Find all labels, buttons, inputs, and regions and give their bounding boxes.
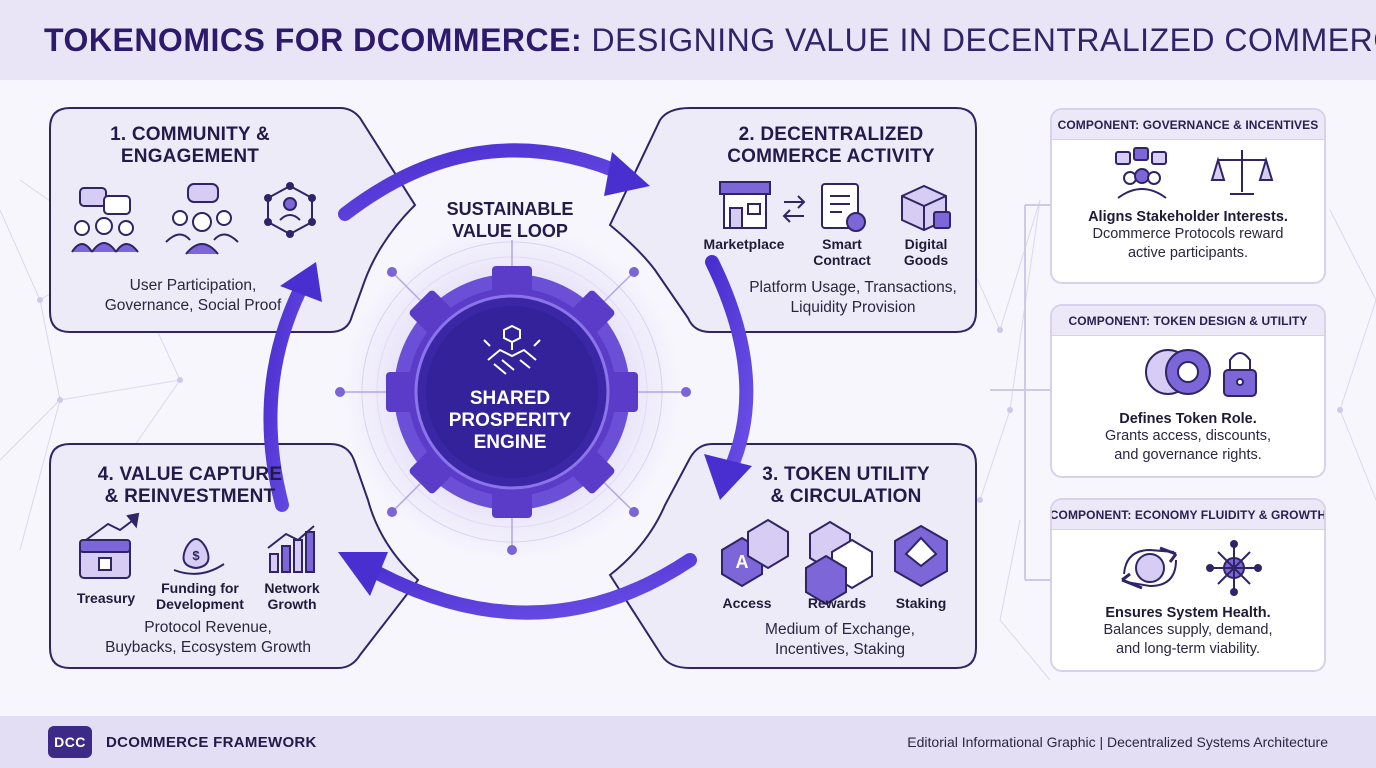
commerce-title: 2. DECENTRALIZED COMMERCE ACTIVITY	[696, 124, 966, 168]
handshake-icon	[483, 324, 541, 375]
commerce-title-line2: COMMERCE ACTIVITY	[727, 146, 935, 167]
community-desc: User Participation, Governance, Social P…	[58, 276, 328, 316]
footer-brand: DCC DCOMMERCE FRAMEWORK	[48, 726, 317, 758]
panel-economy-icons	[1121, 540, 1262, 596]
panel-economy-body: Ensures System Health. Balances supply, …	[1052, 530, 1324, 659]
capture-desc-line1: Protocol Revenue,	[144, 619, 272, 636]
panel-governance-line1: Dcommerce Protocols reward	[1092, 226, 1284, 242]
funding-label: Funding for Development	[148, 580, 252, 612]
quadrant-utility-shape	[608, 443, 977, 669]
loop-label-line1: SUSTAINABLE	[446, 199, 574, 219]
panel-governance-body: Aligns Stakeholder Interests. Dcommerce …	[1052, 140, 1324, 263]
header: TOKENOMICS FOR DCOMMERCE: DESIGNING VALU…	[0, 0, 1376, 80]
loop-arrows	[263, 143, 754, 620]
commerce-desc: Platform Usage, Transactions, Liquidity …	[700, 278, 1006, 318]
panel-governance-icons	[1115, 147, 1274, 199]
digital-goods-line1: Digital	[904, 236, 948, 252]
page-title: TOKENOMICS FOR DCOMMERCE: DESIGNING VALU…	[44, 22, 1376, 59]
smart-contract-label: Smart Contract	[800, 236, 884, 268]
quadrant-capture-shape	[49, 443, 420, 669]
community-title-line2: ENGAGEMENT	[120, 146, 260, 167]
dcc-logo: DCC	[48, 726, 92, 758]
community-icons	[71, 182, 316, 255]
community-desc-line1: User Participation,	[129, 277, 257, 294]
panel-economy-line1: Balances supply, demand,	[1103, 622, 1273, 638]
capture-icons	[79, 512, 315, 579]
panel-governance-strong: Aligns Stakeholder Interests.	[1088, 209, 1288, 225]
staking-label: Staking	[895, 595, 947, 611]
panel-economy-strong: Ensures System Health.	[1105, 605, 1271, 621]
utility-title: 3. TOKEN UTILITY & CIRCULATION	[726, 464, 966, 508]
network-growth-label: Network Growth	[252, 580, 332, 612]
community-title-line1: 1. COMMUNITY &	[110, 124, 270, 145]
panel-token-design-body: Defines Token Role. Grants access, disco…	[1052, 336, 1324, 465]
marketplace-label: Marketplace	[703, 236, 785, 252]
community-desc-line2: Governance, Social Proof	[104, 297, 282, 314]
panel-token-design-strong: Defines Token Role.	[1119, 411, 1257, 427]
digital-goods-line2: Goods	[903, 252, 949, 268]
loop-label-line2: VALUE LOOP	[452, 221, 568, 241]
center-line3: ENGINE	[473, 432, 547, 453]
panel-economy-line2: and long-term viability.	[1116, 641, 1260, 657]
network-growth-line2: Growth	[267, 596, 317, 612]
loop-label: SUSTAINABLE VALUE LOOP	[420, 198, 600, 242]
capture-title: 4. VALUE CAPTURE & REINVESTMENT	[60, 464, 320, 508]
utility-title-line2: & CIRCULATION	[770, 486, 922, 507]
utility-title-line1: 3. TOKEN UTILITY	[762, 464, 930, 485]
title-light: DESIGNING VALUE IN DECENTRALIZED COMMERC…	[591, 21, 1376, 58]
quadrant-community-shape	[49, 107, 417, 333]
capture-title-line1: 4. VALUE CAPTURE	[97, 464, 283, 485]
brand-name: DCOMMERCE FRAMEWORK	[106, 733, 317, 751]
center-line2: PROSPERITY	[448, 410, 572, 431]
panel-token-design: COMPONENT: TOKEN DESIGN & UTILITY Define…	[1050, 304, 1326, 478]
utility-desc-line1: Medium of Exchange,	[765, 621, 915, 638]
funding-line1: Funding for	[161, 580, 239, 596]
panel-governance-head: COMPONENT: GOVERNANCE & INCENTIVES	[1052, 110, 1324, 140]
money-bag-glyph: $	[192, 548, 200, 563]
panel-token-design-line1: Grants access, discounts,	[1104, 428, 1271, 444]
quadrant-commerce-shape	[608, 107, 977, 333]
panel-governance-line2: active participants.	[1127, 245, 1249, 261]
panel-economy-head: COMPONENT: ECONOMY FLUIDITY & GROWTH	[1052, 500, 1324, 530]
network-growth-line1: Network	[264, 580, 320, 596]
capture-title-line2: & REINVESTMENT	[104, 486, 276, 507]
panel-token-design-line2: and governance rights.	[1114, 447, 1262, 463]
utility-desc-line2: Incentives, Staking	[774, 641, 906, 658]
panel-governance: COMPONENT: GOVERNANCE & INCENTIVES Align…	[1050, 108, 1326, 284]
capture-desc: Protocol Revenue, Buybacks, Ecosystem Gr…	[58, 618, 358, 658]
smart-contract-line2: Contract	[813, 252, 871, 268]
center-engine-label: SHARED PROSPERITY ENGINE	[410, 388, 610, 454]
treasury-label: Treasury	[76, 590, 136, 606]
smart-contract-line1: Smart	[822, 236, 862, 252]
rewards-label: Rewards	[807, 595, 867, 611]
panel-economy: COMPONENT: ECONOMY FLUIDITY & GROWTH Ens…	[1050, 498, 1326, 672]
commerce-desc-line1: Platform Usage, Transactions,	[749, 279, 957, 296]
capture-desc-line2: Buybacks, Ecosystem Growth	[105, 639, 311, 656]
footer: DCC DCOMMERCE FRAMEWORK Editorial Inform…	[0, 716, 1376, 768]
center-line1: SHARED	[469, 388, 551, 409]
commerce-title-line1: 2. DECENTRALIZED	[738, 124, 924, 145]
arrow-heads	[280, 152, 752, 596]
utility-desc: Medium of Exchange, Incentives, Staking	[710, 620, 970, 660]
digital-goods-label: Digital Goods	[886, 236, 966, 268]
access-glyph: A	[736, 552, 749, 572]
panel-token-design-head: COMPONENT: TOKEN DESIGN & UTILITY	[1052, 306, 1324, 336]
access-label: Access	[722, 595, 772, 611]
utility-icons	[721, 518, 948, 606]
funding-line2: Development	[156, 596, 244, 612]
community-title: 1. COMMUNITY & ENGAGEMENT	[60, 124, 320, 168]
title-strong: TOKENOMICS FOR DCOMMERCE:	[44, 21, 583, 58]
commerce-desc-line2: Liquidity Provision	[790, 299, 916, 316]
gear-engine	[386, 266, 638, 518]
footer-caption: Editorial Informational Graphic | Decent…	[907, 734, 1328, 750]
commerce-icons	[719, 181, 951, 232]
background-network	[0, 179, 1376, 681]
panel-token-design-icons	[1145, 349, 1257, 397]
